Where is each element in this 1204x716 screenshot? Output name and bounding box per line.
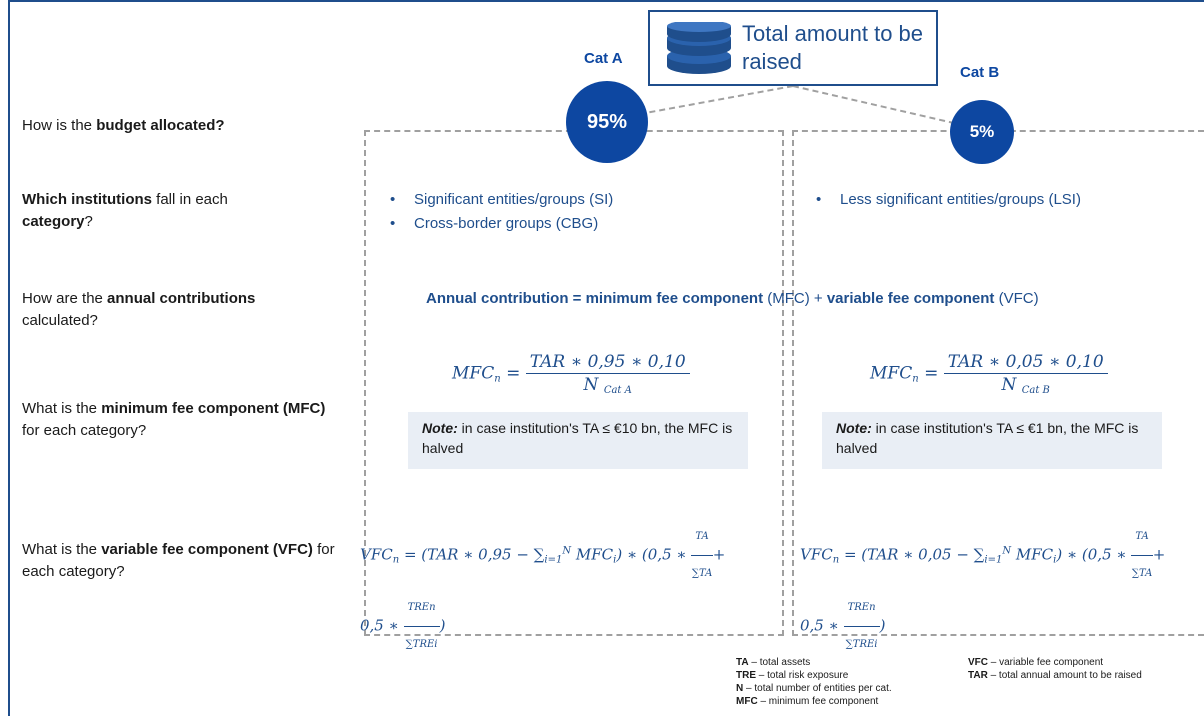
legend-n: N – total number of entities per cat.: [736, 683, 892, 694]
legend-tre: TRE – total risk exposure: [736, 670, 849, 681]
legend-vfc: VFC – variable fee component: [968, 657, 1104, 668]
cat-b-note: Note: in case institution's TA ≤ €1 bn, …: [822, 412, 1162, 469]
cat-a-note: Note: in case institution's TA ≤ €10 bn,…: [408, 412, 748, 469]
vfc-cat-b-formula: VFCn = (TAR ∗ 0,05 − ∑i=1N MFCi) ∗ (0,5 …: [800, 520, 1200, 662]
question-budget: How is the budget allocated?: [22, 117, 225, 134]
diagram-frame: [8, 0, 1204, 716]
connector-cat-b: [792, 85, 959, 125]
cat-a-institution-item: Cross-border groups (CBG): [390, 212, 613, 236]
cat-a-percent: 95%: [586, 110, 628, 133]
connector-cat-a: [639, 85, 794, 115]
annual-contribution-formula: Annual contribution = minimum fee compon…: [426, 290, 1039, 307]
legend-left: TA – total assets TRE – total risk expos…: [736, 656, 956, 708]
total-amount-box: Total amount to be raised: [648, 10, 938, 86]
vfc-cat-a-formula: VFCn = (TAR ∗ 0,95 − ∑i=1N MFCi) ∗ (0,5 …: [360, 520, 780, 662]
coins-icon: [667, 22, 731, 74]
cat-a-percent-circle: 95%: [566, 81, 648, 163]
cat-a-institutions: Significant entities/groups (SI) Cross-b…: [390, 188, 613, 236]
cat-b-percent-circle: 5%: [950, 100, 1014, 164]
cat-b-percent: 5%: [969, 122, 995, 141]
question-vfc: What is the variable fee component (VFC)…: [22, 541, 335, 580]
cat-a-institution-item: Significant entities/groups (SI): [390, 188, 613, 212]
legend-mfc: MFC – minimum fee component: [736, 696, 879, 707]
legend-tar: TAR – total annual amount to be raised: [968, 670, 1142, 681]
legend-right: VFC – variable fee component TAR – total…: [968, 656, 1198, 682]
title-text: Total amount to be raised: [742, 21, 924, 74]
question-annual-contributions: How are the annual contributions calcula…: [22, 290, 256, 329]
question-mfc: What is the minimum fee component (MFC) …: [22, 400, 326, 439]
cat-b-institution-item: Less significant entities/groups (LSI): [816, 188, 1081, 212]
cat-b-institutions: Less significant entities/groups (LSI): [816, 188, 1081, 212]
cat-b-label: Cat B: [960, 64, 1000, 81]
question-institutions: Which institutions fall in each category…: [22, 191, 228, 230]
cat-a-label: Cat A: [584, 50, 623, 67]
legend-ta: TA – total assets: [736, 657, 811, 668]
